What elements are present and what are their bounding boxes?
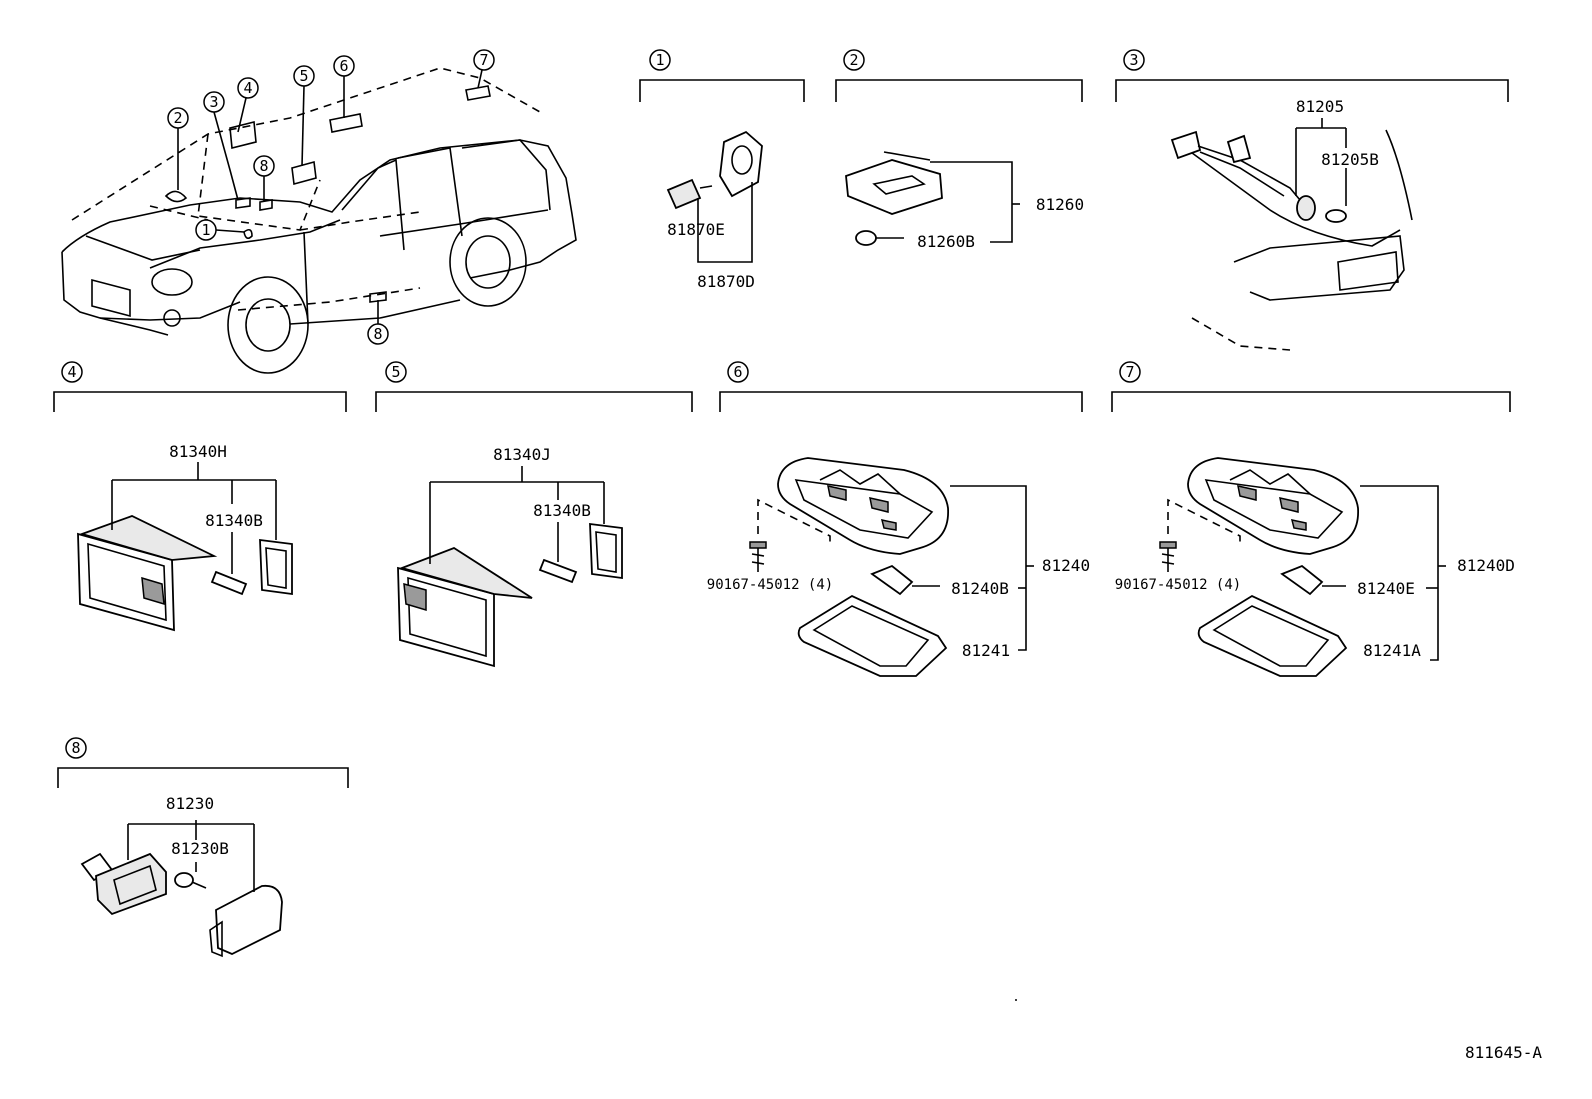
part-81870D: 81870D bbox=[697, 272, 755, 291]
section-3-callout: 3 bbox=[1129, 51, 1138, 69]
section-7-callout: 7 bbox=[1125, 363, 1134, 381]
part-90167-45012-7: 90167-45012 (4) bbox=[1115, 577, 1241, 593]
section-1-callout: 1 bbox=[655, 51, 664, 69]
diagram-reference: 811645-A bbox=[1465, 1043, 1542, 1062]
section-6-callout: 6 bbox=[733, 363, 742, 381]
callout-5-vehicle: 5 bbox=[293, 65, 315, 87]
part-81340B-4: 81340B bbox=[205, 511, 263, 530]
svg-text:8: 8 bbox=[373, 325, 382, 343]
stray-dot bbox=[1015, 999, 1017, 1001]
svg-text:7: 7 bbox=[479, 51, 488, 69]
section-5: 5 81340J 81340B bbox=[375, 361, 693, 668]
svg-text:6: 6 bbox=[339, 57, 348, 75]
part-81205B: 81205B bbox=[1321, 150, 1379, 169]
section-3: 3 81205 81205B bbox=[1115, 49, 1509, 351]
section-1: 1 81870E 81870D bbox=[639, 49, 805, 291]
callout-4-vehicle: 4 bbox=[237, 77, 259, 99]
section-2-callout: 2 bbox=[849, 51, 858, 69]
part-81340H: 81340H bbox=[169, 442, 227, 461]
callout-1-vehicle: 1 bbox=[195, 219, 217, 241]
part-81240: 81240 bbox=[1042, 556, 1090, 575]
svg-text:5: 5 bbox=[299, 67, 308, 85]
svg-text:2: 2 bbox=[173, 109, 182, 127]
part-81240D: 81240D bbox=[1457, 556, 1515, 575]
part-81870E: 81870E bbox=[667, 220, 725, 239]
part-90167-45012-6: 90167-45012 (4) bbox=[707, 577, 833, 593]
part-81260: 81260 bbox=[1036, 195, 1084, 214]
callout-8-vehicle-top: 8 bbox=[253, 155, 275, 177]
svg-text:3: 3 bbox=[209, 93, 218, 111]
section-2: 2 81260 81260B bbox=[835, 49, 1084, 251]
vehicle-callouts: 2 3 4 5 6 7 8 1 8 bbox=[167, 49, 495, 345]
part-81230B: 81230B bbox=[171, 839, 229, 858]
section-4-callout: 4 bbox=[67, 363, 76, 381]
vehicle-overview bbox=[61, 67, 577, 374]
svg-text:8: 8 bbox=[259, 157, 268, 175]
part-81340J: 81340J bbox=[493, 445, 551, 464]
callout-2-vehicle: 2 bbox=[167, 107, 189, 129]
section-4: 4 81340H 81340B bbox=[53, 361, 347, 632]
svg-text:1: 1 bbox=[201, 221, 210, 239]
section-8: 8 81230 81230B bbox=[57, 737, 349, 958]
part-81205: 81205 bbox=[1296, 97, 1344, 116]
part-81241: 81241 bbox=[962, 641, 1010, 660]
callout-7-vehicle: 7 bbox=[473, 49, 495, 71]
svg-text:4: 4 bbox=[243, 79, 252, 97]
callout-8-vehicle-bottom: 8 bbox=[367, 323, 389, 345]
section-6: 6 81240 81240B 81241 90167-45012 (4) bbox=[707, 361, 1090, 677]
section-7: 7 81240D 81240E 81241A 90167-45012 (4) bbox=[1111, 361, 1515, 677]
part-81241A: 81241A bbox=[1363, 641, 1421, 660]
part-81340B-5: 81340B bbox=[533, 501, 591, 520]
callout-6-vehicle: 6 bbox=[333, 55, 355, 77]
part-81230: 81230 bbox=[166, 794, 214, 813]
part-81240E: 81240E bbox=[1357, 579, 1415, 598]
section-8-callout: 8 bbox=[71, 739, 80, 757]
section-5-callout: 5 bbox=[391, 363, 400, 381]
part-81240B: 81240B bbox=[951, 579, 1009, 598]
callout-3-vehicle: 3 bbox=[203, 91, 225, 113]
part-81260B: 81260B bbox=[917, 232, 975, 251]
